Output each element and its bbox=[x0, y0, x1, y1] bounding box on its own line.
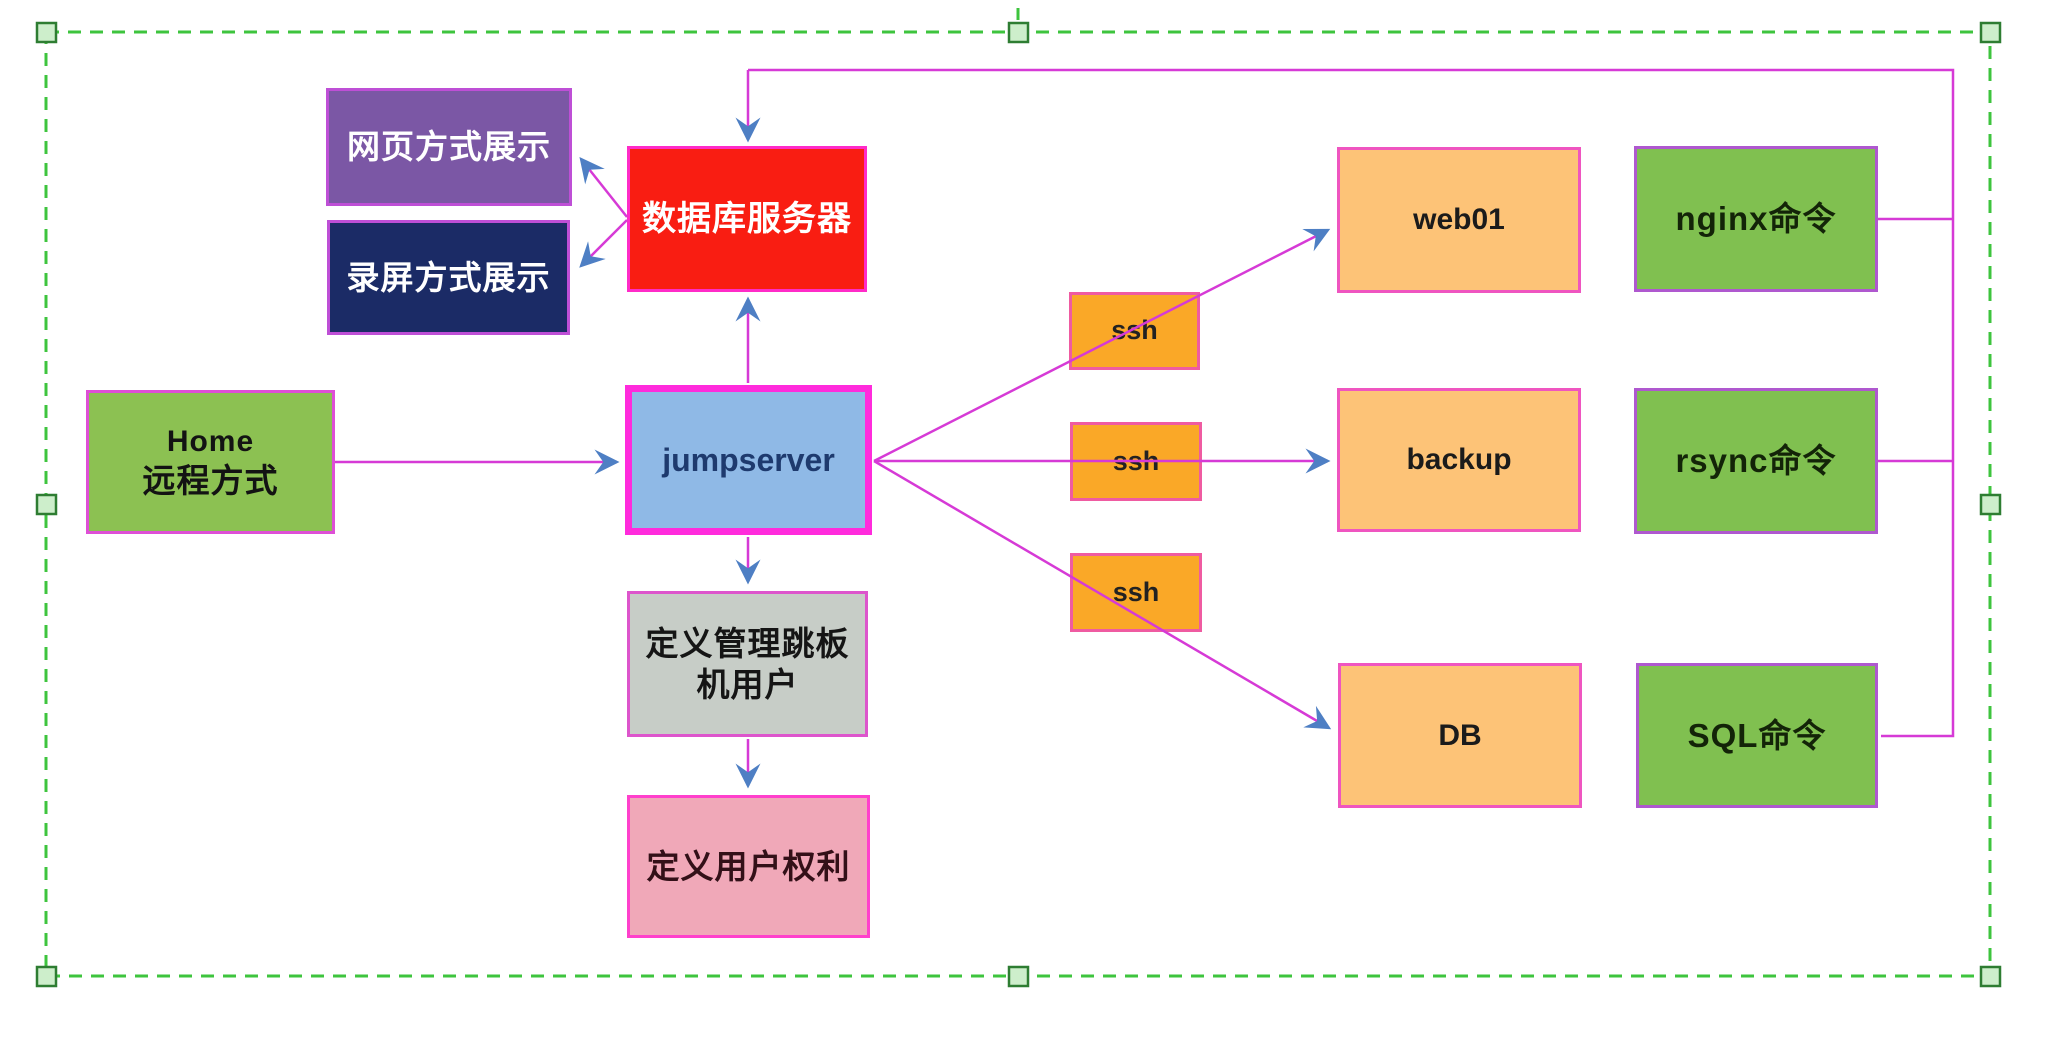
node-backup[interactable]: backup bbox=[1337, 388, 1581, 532]
node-home-label-line2: 远程方式 bbox=[142, 462, 279, 500]
node-sql-command[interactable]: SQL命令 bbox=[1636, 663, 1878, 808]
node-home-label-line1: Home bbox=[166, 424, 255, 458]
node-ssh-1-label: ssh bbox=[1111, 315, 1158, 346]
node-web-display-label: 网页方式展示 bbox=[347, 128, 551, 166]
node-nginx-command-label: nginx命令 bbox=[1675, 200, 1837, 238]
node-home-remote[interactable]: Home 远程方式 bbox=[86, 390, 335, 534]
node-jumpserver[interactable]: jumpserver bbox=[625, 385, 872, 535]
node-screen-display-label: 录屏方式展示 bbox=[346, 258, 551, 296]
node-db[interactable]: DB bbox=[1338, 663, 1582, 808]
connector-dbserver-to-web-display bbox=[579, 157, 628, 218]
selection-handle-bottom-left[interactable] bbox=[35, 965, 58, 988]
node-database-server-label: 数据库服务器 bbox=[642, 199, 852, 238]
node-backup-label: backup bbox=[1406, 443, 1512, 477]
node-manage-users-label-line2: 机用户 bbox=[696, 666, 799, 703]
selection-handle-middle-right[interactable] bbox=[1979, 493, 2002, 516]
selection-handle-bottom-middle[interactable] bbox=[1007, 965, 1030, 988]
node-web-display[interactable]: 网页方式展示 bbox=[326, 88, 572, 206]
selection-handle-top-right[interactable] bbox=[1979, 21, 2002, 44]
selection-handle-bottom-right[interactable] bbox=[1979, 965, 2002, 988]
node-rsync-command[interactable]: rsync命令 bbox=[1634, 388, 1878, 534]
node-db-label: DB bbox=[1438, 718, 1482, 752]
connector-dbserver-to-screen-display bbox=[579, 219, 628, 268]
node-nginx-command[interactable]: nginx命令 bbox=[1634, 146, 1878, 292]
node-manage-jumpserver-users[interactable]: 定义管理跳板 机用户 bbox=[627, 591, 868, 737]
node-manage-users-label-line1: 定义管理跳板 bbox=[645, 624, 850, 662]
node-rsync-command-label: rsync命令 bbox=[1675, 442, 1837, 480]
node-ssh-3-label: ssh bbox=[1112, 576, 1160, 607]
selection-handle-middle-left[interactable] bbox=[35, 493, 58, 516]
selection-handle-top-left[interactable] bbox=[35, 21, 58, 44]
node-ssh-1[interactable]: ssh bbox=[1069, 292, 1200, 370]
node-user-rights-label: 定义用户权利 bbox=[646, 847, 851, 885]
node-user-rights[interactable]: 定义用户权利 bbox=[627, 795, 870, 938]
node-ssh-3[interactable]: ssh bbox=[1070, 553, 1202, 632]
node-ssh-2[interactable]: ssh bbox=[1070, 422, 1202, 501]
node-ssh-2-label: ssh bbox=[1112, 445, 1160, 476]
node-jumpserver-label: jumpserver bbox=[662, 442, 835, 478]
node-sql-command-label: SQL命令 bbox=[1687, 716, 1827, 754]
node-web01-label: web01 bbox=[1413, 203, 1505, 237]
node-screen-display[interactable]: 录屏方式展示 bbox=[327, 220, 570, 335]
node-database-server[interactable]: 数据库服务器 bbox=[627, 146, 867, 292]
node-web01[interactable]: web01 bbox=[1337, 147, 1581, 293]
selection-handle-top-middle[interactable] bbox=[1007, 21, 1030, 44]
